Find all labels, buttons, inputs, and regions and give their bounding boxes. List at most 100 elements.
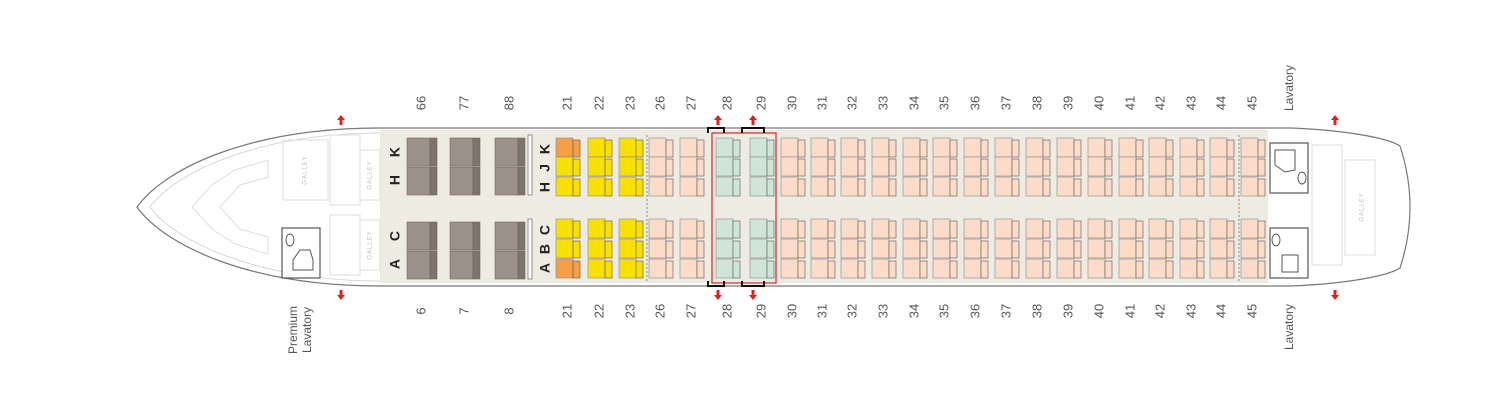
seat-88C[interactable] [494, 221, 519, 251]
seat-23A[interactable] [618, 258, 637, 279]
seat-27J[interactable] [679, 156, 698, 177]
seat-42A[interactable] [1148, 258, 1167, 279]
seat-22C[interactable] [587, 218, 606, 239]
seat-34H[interactable] [902, 176, 921, 197]
seat-41A[interactable] [1118, 258, 1137, 279]
seat-41C[interactable] [1118, 218, 1137, 239]
seat-35C[interactable] [932, 218, 951, 239]
seat-66H[interactable] [406, 166, 431, 196]
seat-40H[interactable] [1087, 176, 1106, 197]
seat-39C[interactable] [1056, 218, 1075, 239]
seat-42K[interactable] [1148, 137, 1167, 158]
seat-30C[interactable] [780, 218, 799, 239]
seat-40K[interactable] [1087, 137, 1106, 158]
seat-39B[interactable] [1056, 238, 1075, 259]
seat-88A[interactable] [494, 250, 519, 280]
seat-34K[interactable] [902, 137, 921, 158]
seat-30A[interactable] [780, 258, 799, 279]
seat-32H[interactable] [840, 176, 859, 197]
seat-29C[interactable] [749, 218, 768, 239]
seat-45J[interactable] [1240, 156, 1259, 177]
seat-88K[interactable] [494, 137, 519, 167]
seat-43A[interactable] [1179, 258, 1198, 279]
seat-36A[interactable] [963, 258, 982, 279]
seat-36K[interactable] [963, 137, 982, 158]
seat-39H[interactable] [1056, 176, 1075, 197]
seat-29A[interactable] [749, 258, 768, 279]
seat-22J[interactable] [587, 156, 606, 177]
seat-43B[interactable] [1179, 238, 1198, 259]
seat-31H[interactable] [810, 176, 829, 197]
seat-22B[interactable] [587, 238, 606, 259]
seat-44C[interactable] [1209, 218, 1228, 239]
seat-21C[interactable] [555, 218, 574, 239]
seat-77K[interactable] [449, 137, 474, 167]
seat-27B[interactable] [679, 238, 698, 259]
seat-35B[interactable] [932, 238, 951, 259]
seat-37H[interactable] [994, 176, 1013, 197]
seat-32A[interactable] [840, 258, 859, 279]
seat-29J[interactable] [749, 156, 768, 177]
seat-29B[interactable] [749, 238, 768, 259]
seat-41B[interactable] [1118, 238, 1137, 259]
seat-29K[interactable] [749, 137, 768, 158]
seat-44J[interactable] [1209, 156, 1228, 177]
seat-31C[interactable] [810, 218, 829, 239]
seat-37C[interactable] [994, 218, 1013, 239]
seat-21A[interactable] [555, 258, 574, 279]
seat-40B[interactable] [1087, 238, 1106, 259]
seat-33B[interactable] [871, 238, 890, 259]
seat-41K[interactable] [1118, 137, 1137, 158]
seat-40C[interactable] [1087, 218, 1106, 239]
seat-41H[interactable] [1118, 176, 1137, 197]
seat-26B[interactable] [648, 238, 667, 259]
seat-45C[interactable] [1240, 218, 1259, 239]
seat-37A[interactable] [994, 258, 1013, 279]
seat-31J[interactable] [810, 156, 829, 177]
seat-40J[interactable] [1087, 156, 1106, 177]
seat-37B[interactable] [994, 238, 1013, 259]
seat-27K[interactable] [679, 137, 698, 158]
seat-66K[interactable] [406, 137, 431, 167]
seat-23H[interactable] [618, 176, 637, 197]
seat-23C[interactable] [618, 218, 637, 239]
seat-21K[interactable] [555, 137, 574, 158]
seat-26C[interactable] [648, 218, 667, 239]
seat-44B[interactable] [1209, 238, 1228, 259]
seat-31K[interactable] [810, 137, 829, 158]
seat-37K[interactable] [994, 137, 1013, 158]
seat-26A[interactable] [648, 258, 667, 279]
seat-33H[interactable] [871, 176, 890, 197]
seat-35A[interactable] [932, 258, 951, 279]
seat-21B[interactable] [555, 238, 574, 259]
seat-36H[interactable] [963, 176, 982, 197]
seat-23K[interactable] [618, 137, 637, 158]
seat-38J[interactable] [1025, 156, 1044, 177]
seat-21H[interactable] [555, 176, 574, 197]
seat-43H[interactable] [1179, 176, 1198, 197]
seat-33A[interactable] [871, 258, 890, 279]
seat-28J[interactable] [715, 156, 734, 177]
seat-28H[interactable] [715, 176, 734, 197]
seat-38A[interactable] [1025, 258, 1044, 279]
seat-44A[interactable] [1209, 258, 1228, 279]
seat-36C[interactable] [963, 218, 982, 239]
seat-39A[interactable] [1056, 258, 1075, 279]
seat-38H[interactable] [1025, 176, 1044, 197]
seat-32C[interactable] [840, 218, 859, 239]
seat-34A[interactable] [902, 258, 921, 279]
seat-40A[interactable] [1087, 258, 1106, 279]
seat-45B[interactable] [1240, 238, 1259, 259]
seat-30J[interactable] [780, 156, 799, 177]
seat-34C[interactable] [902, 218, 921, 239]
seat-42H[interactable] [1148, 176, 1167, 197]
seat-35H[interactable] [932, 176, 951, 197]
seat-35J[interactable] [932, 156, 951, 177]
seat-43J[interactable] [1179, 156, 1198, 177]
seat-38K[interactable] [1025, 137, 1044, 158]
seat-27H[interactable] [679, 176, 698, 197]
seat-31B[interactable] [810, 238, 829, 259]
seat-66A[interactable] [406, 250, 431, 280]
seat-45H[interactable] [1240, 176, 1259, 197]
seat-33C[interactable] [871, 218, 890, 239]
